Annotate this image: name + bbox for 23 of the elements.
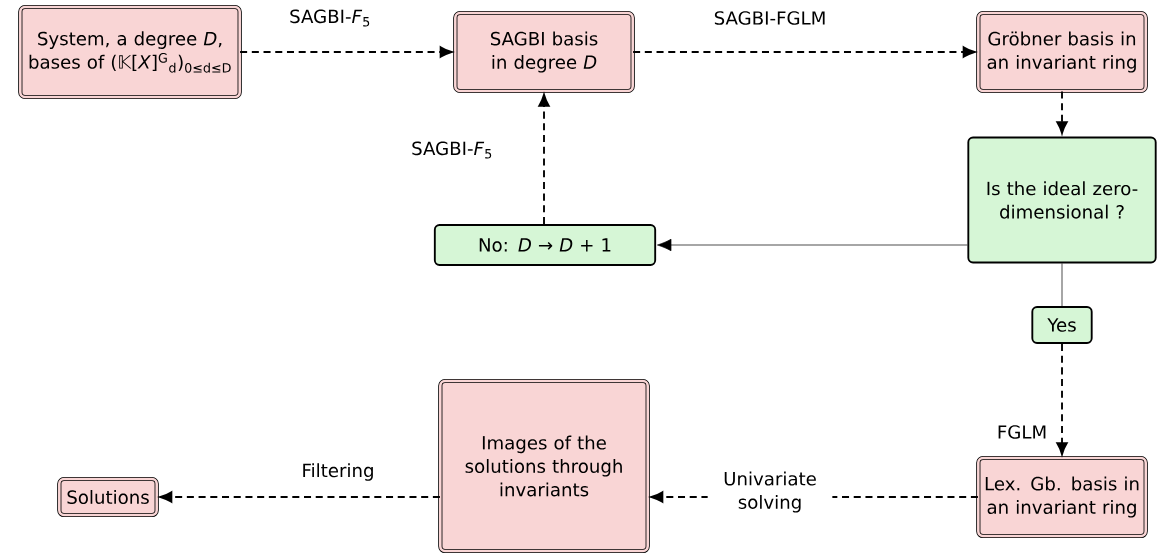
arrow — [1056, 90, 1068, 135]
outcome-box: No: D → D + 1 — [433, 224, 657, 266]
outcome-box: Yes — [1031, 306, 1093, 344]
process-box: SAGBI basis in degree D — [453, 10, 635, 94]
arrow — [632, 46, 976, 58]
edge-label: SAGBI-FGLM — [711, 8, 829, 28]
edge-label: Filtering — [299, 460, 377, 484]
arrow — [239, 46, 453, 58]
edge-label: Univariate solving — [707, 469, 833, 515]
arrow — [159, 491, 441, 503]
process-box: Lex. Gb. basis in an invariant ring — [976, 455, 1148, 539]
arrow — [538, 93, 550, 225]
process-box: Gröbner basis in an invariant ring — [976, 10, 1148, 94]
arrow — [1056, 343, 1068, 456]
result-box: Solutions — [57, 476, 159, 518]
edge-label: SAGBI-F$_{5}$ — [286, 7, 374, 29]
edge-label: FGLM — [994, 422, 1050, 442]
process-box: Images of the solutions through invariants — [438, 378, 650, 554]
process-box: System, a degree D, bases of (𝕂[X]$^{G}$$_{d}$)$_{0≤d≤D}$ — [18, 4, 242, 100]
edge-label: SAGBI-F$_{5}$ — [408, 139, 496, 161]
decision-box: Is the ideal zero-dimensional ? — [967, 136, 1157, 264]
connector-line — [1061, 263, 1063, 307]
arrow — [657, 238, 968, 252]
